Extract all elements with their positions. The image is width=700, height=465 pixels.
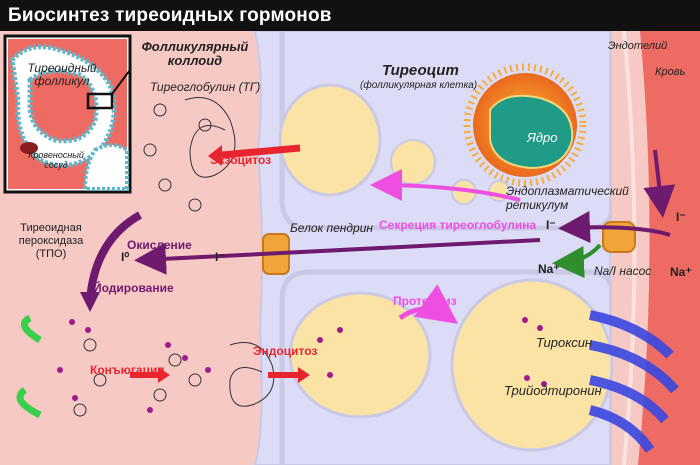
proteolysis-arrow — [398, 284, 459, 324]
inset-vessel-label: Кровеносный сосуд — [28, 150, 84, 170]
exocytosis-arrow — [221, 144, 301, 159]
thyroglobulin-molecule-bottom — [73, 338, 275, 417]
tg-secretion-arrow — [370, 169, 521, 202]
proteolysis-label: Протеолиз — [393, 294, 457, 308]
inset-follicle-label: Тиреоидный фолликул — [27, 61, 97, 88]
cell-membrane-lower — [279, 269, 615, 465]
sodium-label-blood: Na⁺ — [670, 265, 692, 279]
nucleus — [463, 63, 587, 187]
iodide-transport-arrow — [134, 238, 541, 275]
nai-pump-label: Na/I насос — [594, 264, 652, 278]
hormone-release-arrows — [588, 310, 679, 453]
nucleus-label: Ядро — [527, 130, 558, 145]
tg-secretion-label: Секреция тиреоглобулина — [379, 218, 537, 232]
green-arrow-2 — [16, 387, 42, 419]
pump-iodide-arrow — [558, 211, 671, 244]
thyrocyte-subtitle: (фолликулярная клетка) — [360, 80, 478, 91]
pendrin-label: Белок пендрин — [290, 221, 373, 235]
sodium-label-cell: Na⁺ — [538, 262, 560, 276]
iodination-label: Йодирование — [93, 281, 174, 295]
er-label: Эндоплазматический ретикулум — [506, 184, 629, 212]
diagram-title: Биосинтез тиреоидных гормонов — [8, 5, 332, 26]
iodide-label-cell: I⁻ — [546, 218, 556, 232]
title-bar: Биосинтез тиреоидных гормонов — [0, 0, 700, 31]
iodination-arrow — [86, 211, 143, 301]
tpo-label: Тиреоидная пероксидаза (ТПО) — [18, 222, 84, 260]
iodide-label-blood: I⁻ — [676, 210, 686, 224]
inset-follicle-map — [3, 34, 132, 194]
thyroxine-label: Тироксин — [536, 335, 593, 350]
thyroglobulin-molecule-top — [143, 97, 236, 212]
thyrocyte-label: Тиреоцит — [382, 62, 459, 79]
colloid-label: Фолликулярный коллоид — [141, 39, 249, 68]
iodide-label-transport: I⁻ — [215, 250, 225, 264]
vesicles — [278, 83, 614, 452]
blood-region — [638, 31, 700, 465]
conjugation-label: Конъюгация — [90, 363, 165, 377]
oxidation-label: Окисление — [127, 238, 192, 252]
exocytosis-label: Экзоцитоз — [210, 153, 272, 167]
endothelium-label: Эндотелий — [608, 40, 668, 52]
triiodothyronine-label: Трийодтиронин — [504, 383, 602, 398]
iodine-zero-label: I⁰ — [121, 250, 130, 264]
iodine-atoms — [57, 317, 547, 413]
cell-membrane-upper — [279, 31, 615, 231]
sodium-arrow — [552, 243, 602, 279]
green-arrow-1 — [20, 314, 42, 344]
thyroglobulin-label: Тиреоглобулин (ТГ) — [150, 80, 261, 94]
iodide-influx-arrow — [643, 149, 676, 218]
endocytosis-label: Эндоцитоз — [253, 344, 318, 358]
blood-label: Кровь — [655, 66, 686, 78]
